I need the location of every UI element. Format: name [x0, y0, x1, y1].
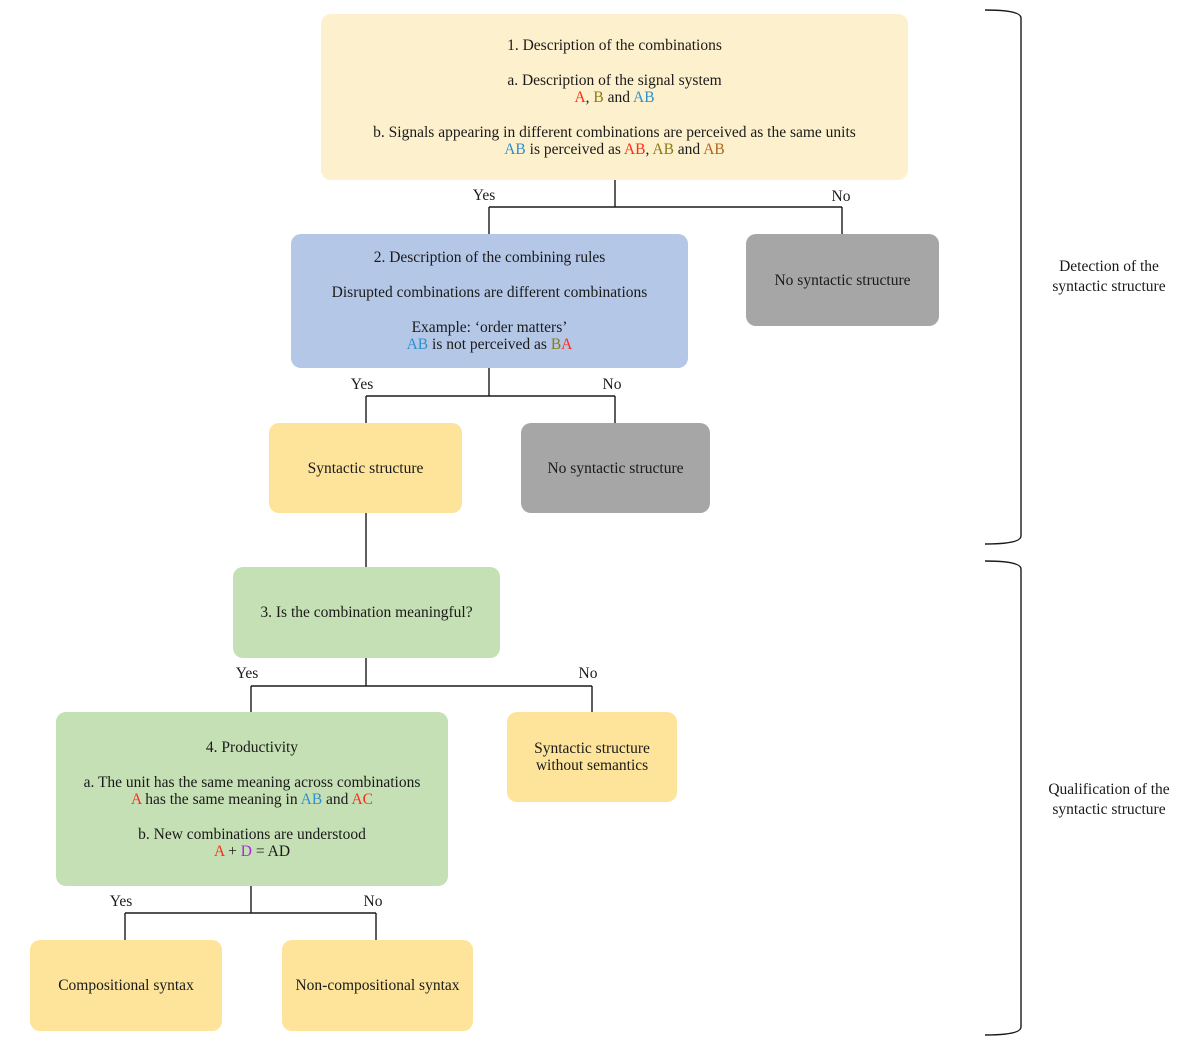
combinations-description-box: 1. Description of the combinations a. De…	[321, 14, 908, 180]
meaningful-question-box: 3. Is the combination meaningful?	[233, 567, 500, 658]
no-syntactic-structure-box-2: No syntactic structure	[521, 423, 710, 513]
box4-a-text: a. The unit has the same meaning across …	[83, 773, 421, 791]
box1-no-label: No	[831, 188, 851, 205]
box2-no-label: No	[602, 376, 622, 393]
right-brackets	[984, 9, 1022, 1036]
syntactic-structure-without-semantics-box: Syntactic structure without semantics	[507, 712, 677, 802]
box3-no-label: No	[578, 665, 598, 682]
box4-b-example: A + D = AD	[213, 842, 291, 860]
box4-b-text: b. New combinations are understood	[138, 825, 366, 843]
box4-yes-label: Yes	[109, 893, 133, 910]
box4-no-label: No	[363, 893, 383, 910]
non-compositional-syntax-box: Non-compositional syntax	[282, 940, 473, 1031]
productivity-box: 4. Productivity a. The unit has the same…	[56, 712, 448, 886]
box2-title: 2. Description of the combining rules	[373, 249, 606, 266]
box2-example-label: Example: ‘order matters’	[411, 319, 568, 336]
no-syntactic-structure-box-1: No syntactic structure	[746, 234, 939, 326]
box4-a-example: A has the same meaning in AB and AC	[131, 790, 373, 808]
combining-rules-box: 2. Description of the combining rules Di…	[291, 234, 688, 368]
box1-yes-label: Yes	[472, 187, 496, 204]
box1-title: 1. Description of the combinations	[507, 36, 722, 54]
box1-a-text: a. Description of the signal system	[507, 71, 722, 89]
compositional-syntax-box: Compositional syntax	[30, 940, 222, 1031]
box1-b-example: AB is perceived as AB, AB and AB	[504, 140, 725, 158]
box2-example: AB is not perceived as BA	[406, 336, 573, 353]
detection-bracket-label: Detection of the syntactic structure	[1052, 258, 1166, 295]
box2-line: Disrupted combinations are different com…	[331, 284, 648, 301]
box1-b-text: b. Signals appearing in different combin…	[373, 123, 856, 141]
box2-yes-label: Yes	[350, 376, 374, 393]
box4-title: 4. Productivity	[205, 738, 299, 756]
syntactic-structure-box: Syntactic structure	[269, 423, 462, 513]
box1-a-example: A, B and AB	[574, 88, 655, 106]
qualification-bracket-label: Qualification of the syntactic structure	[1048, 781, 1170, 818]
box3-yes-label: Yes	[235, 665, 259, 682]
